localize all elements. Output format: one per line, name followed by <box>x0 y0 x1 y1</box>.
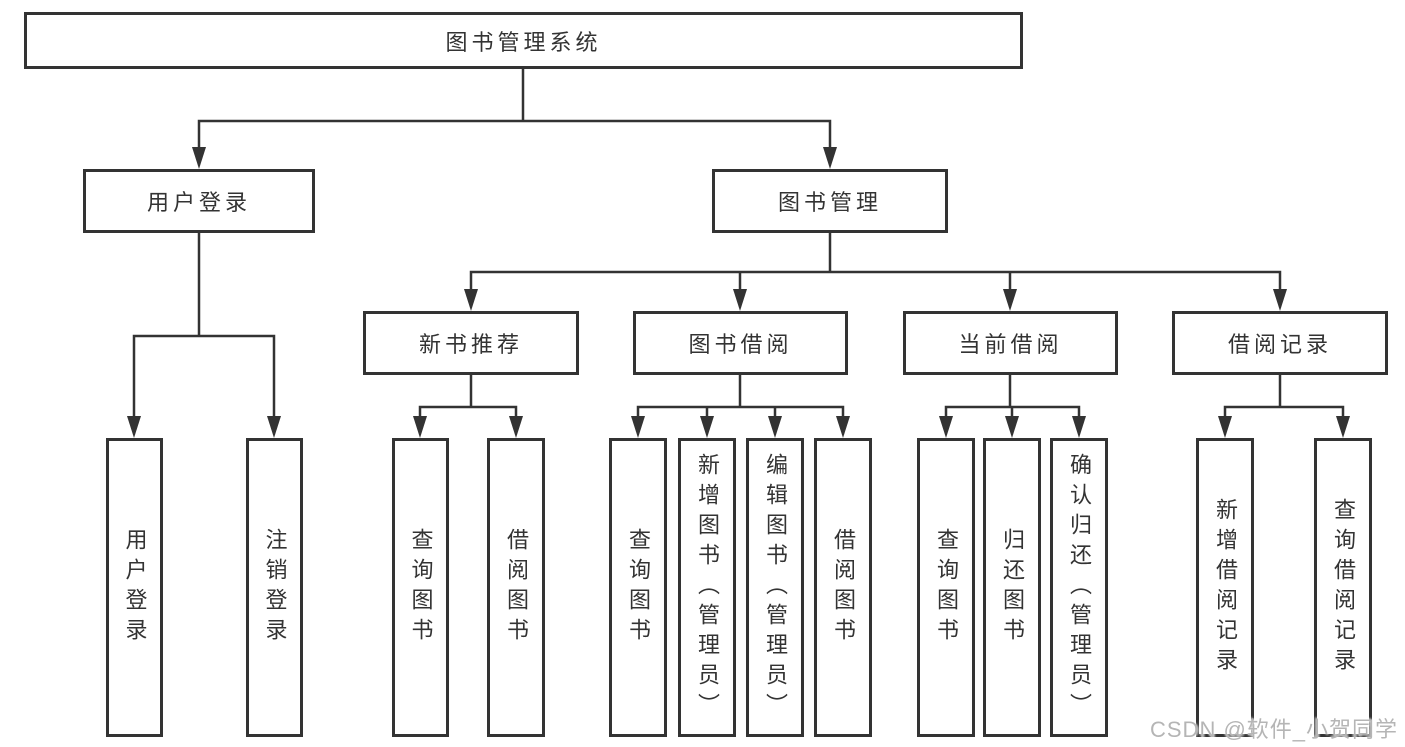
leaf-query-books-recommend: 查询图书 <box>392 438 449 737</box>
leaf-label: 注销登录 <box>262 527 288 648</box>
leaf-label: 编辑图书（管理员） <box>763 452 788 723</box>
leaf-borrow-books: 借阅图书 <box>814 438 872 737</box>
node-book-borrow: 图书借阅 <box>633 311 848 375</box>
leaf-query-books-borrow: 查询图书 <box>609 438 667 737</box>
leaf-return-books: 归还图书 <box>983 438 1041 737</box>
leaf-query-borrow-record: 查询借阅记录 <box>1314 438 1372 737</box>
leaf-edit-books-admin: 编辑图书（管理员） <box>746 438 804 737</box>
node-current-borrow: 当前借阅 <box>903 311 1118 375</box>
leaf-label: 查询图书 <box>626 527 651 648</box>
leaf-label: 新增图书（管理员） <box>695 452 720 723</box>
leaf-label: 查询图书 <box>934 527 959 648</box>
node-new-book-recommend: 新书推荐 <box>363 311 579 375</box>
arrowheads <box>127 147 1350 438</box>
leaf-user-login: 用户登录 <box>106 438 163 737</box>
leaf-label: 借阅图书 <box>504 527 529 648</box>
leaf-add-borrow-record: 新增借阅记录 <box>1196 438 1254 737</box>
leaf-label: 归还图书 <box>1000 527 1025 648</box>
leaf-query-books-current: 查询图书 <box>917 438 975 737</box>
leaf-label: 查询图书 <box>408 527 434 648</box>
leaf-borrow-books-recommend: 借阅图书 <box>487 438 545 737</box>
leaf-add-books-admin: 新增图书（管理员） <box>678 438 736 737</box>
leaf-logout: 注销登录 <box>246 438 303 737</box>
leaf-label: 用户登录 <box>122 527 148 648</box>
leaf-label: 新增借阅记录 <box>1213 497 1238 678</box>
leaf-confirm-return-admin: 确认归还（管理员） <box>1050 438 1108 737</box>
leaf-label: 查询借阅记录 <box>1331 497 1356 678</box>
node-book-management: 图书管理 <box>712 169 948 233</box>
leaf-label: 确认归还（管理员） <box>1067 452 1092 723</box>
node-library-system: 图书管理系统 <box>24 12 1023 69</box>
node-borrow-records: 借阅记录 <box>1172 311 1388 375</box>
node-user-login: 用户登录 <box>83 169 315 233</box>
csdn-watermark: CSDN @软件_小贺同学 <box>1150 717 1399 742</box>
leaf-label: 借阅图书 <box>831 527 856 648</box>
